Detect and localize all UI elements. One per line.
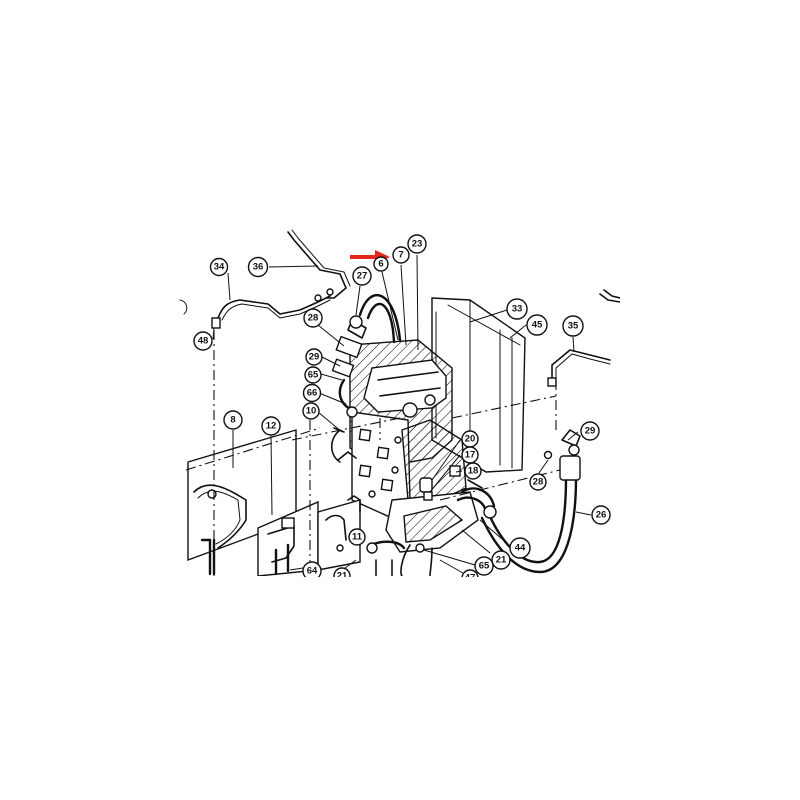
callout-8: 8 — [223, 410, 243, 430]
callout-11: 11 — [348, 528, 366, 546]
svg-text:64: 64 — [307, 566, 318, 577]
svg-text:7: 7 — [398, 250, 403, 261]
svg-text:26: 26 — [596, 510, 607, 521]
callout-35: 35 — [562, 315, 584, 337]
callout-44: 44 — [509, 537, 531, 559]
callout-17: 17 — [461, 446, 479, 464]
callout-23: 23 — [407, 234, 427, 254]
svg-text:45: 45 — [532, 320, 543, 331]
callout-36: 36 — [247, 256, 269, 278]
callout-65-upper: 65 — [304, 366, 322, 384]
callout-26: 26 — [591, 505, 611, 525]
svg-text:21: 21 — [337, 571, 348, 582]
lower-fittings — [366, 540, 425, 576]
svg-text:44: 44 — [515, 543, 526, 554]
callout-10: 10 — [302, 402, 320, 420]
svg-text:18: 18 — [468, 466, 479, 477]
svg-text:23: 23 — [412, 239, 423, 250]
svg-text:28: 28 — [308, 313, 319, 324]
lower-housing — [385, 491, 479, 576]
hose-26 — [480, 429, 581, 574]
svg-text:33: 33 — [512, 304, 523, 315]
svg-text:34: 34 — [214, 262, 225, 273]
alignment-lines — [185, 330, 561, 576]
callout-12: 12 — [261, 416, 281, 436]
callout-29-right: 29 — [580, 421, 600, 441]
svg-text:65: 65 — [479, 561, 490, 572]
svg-text:28: 28 — [533, 477, 544, 488]
callout-20: 20 — [461, 430, 479, 448]
svg-text:66: 66 — [307, 388, 318, 399]
svg-text:12: 12 — [266, 421, 277, 432]
callout-45: 45 — [526, 314, 548, 336]
svg-text:27: 27 — [357, 271, 368, 282]
callout-33: 33 — [506, 298, 528, 320]
partial-callout-edge — [179, 299, 188, 315]
callout-27: 27 — [352, 266, 372, 286]
callout-7: 7 — [392, 246, 410, 264]
partial-pipe-right — [599, 289, 620, 303]
callout-65-lower: 65 — [474, 556, 494, 576]
callout-28-upper: 28 — [303, 308, 323, 328]
callout-48: 48 — [193, 331, 213, 351]
svg-text:29: 29 — [309, 352, 320, 363]
callout-64: 64 — [302, 561, 322, 581]
svg-text:6: 6 — [378, 259, 383, 270]
callout-21-right: 21 — [491, 550, 511, 570]
svg-text:21: 21 — [496, 555, 507, 566]
callout-28-right: 28 — [529, 473, 547, 491]
assembly-10-11 — [317, 451, 361, 571]
callout-18: 18 — [464, 462, 482, 480]
svg-text:36: 36 — [253, 262, 264, 273]
callout-6: 6 — [373, 256, 389, 272]
svg-text:10: 10 — [306, 406, 317, 417]
svg-text:48: 48 — [198, 336, 209, 347]
callout-34: 34 — [209, 257, 229, 277]
assembly-12 — [257, 500, 319, 576]
svg-text:8: 8 — [230, 415, 235, 426]
upper-hose — [347, 294, 402, 344]
svg-text:65: 65 — [308, 370, 319, 381]
callout-29-left: 29 — [305, 348, 323, 366]
left-fittings — [330, 335, 363, 463]
pipe-34 — [211, 295, 331, 329]
svg-text:11: 11 — [352, 532, 363, 543]
pipe-36 — [287, 229, 351, 302]
svg-text:35: 35 — [568, 321, 579, 332]
svg-text:17: 17 — [465, 450, 476, 461]
callout-66: 66 — [302, 383, 322, 403]
svg-text:29: 29 — [585, 426, 596, 437]
svg-text:20: 20 — [465, 434, 476, 445]
pipe-35 — [547, 349, 611, 387]
